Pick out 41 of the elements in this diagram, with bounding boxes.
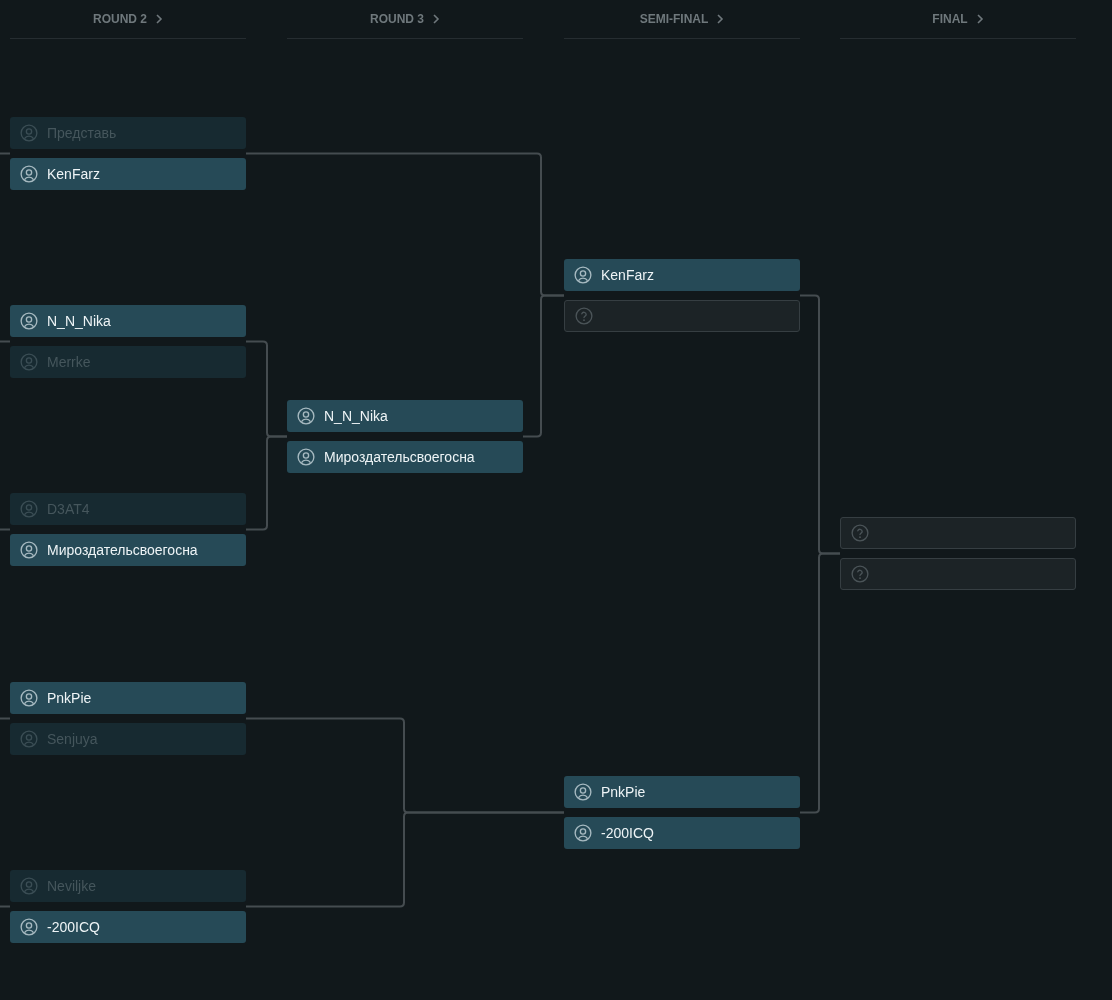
player-slot [10, 870, 246, 902]
player-name: -200ICQ [601, 823, 654, 843]
empty-slot [564, 300, 800, 332]
empty-slot [840, 517, 1076, 549]
bracket-line [799, 552, 841, 814]
player-slot [564, 259, 800, 291]
bracket-line [245, 435, 288, 531]
bracket-line [0, 528, 11, 531]
player-name: Мироздательсвоегосна [47, 540, 198, 560]
player-slot [10, 117, 246, 149]
player-slot [564, 817, 800, 849]
round-label: FINAL [932, 11, 968, 28]
player-name: PnkPie [601, 782, 646, 802]
player-slot [10, 682, 246, 714]
player-name: KenFarz [47, 164, 100, 184]
round-label: SEMI-FINAL [639, 11, 709, 28]
bracket-line [0, 905, 11, 908]
empty-slot [840, 558, 1076, 590]
player-name: N_N_Nika [324, 406, 388, 426]
player-slot [287, 400, 523, 432]
player-name: KenFarz [601, 265, 654, 285]
player-slot [10, 723, 246, 755]
round-label: ROUND 2 [93, 11, 147, 28]
player-slot [10, 346, 246, 378]
player-slot [10, 158, 246, 190]
bracket-line [0, 340, 11, 343]
player-name: N_N_Nika [47, 311, 111, 331]
player-slot [10, 911, 246, 943]
bracket-line [0, 152, 11, 155]
round-label: ROUND 3 [370, 11, 424, 28]
player-slot [287, 441, 523, 473]
player-slot [10, 534, 246, 566]
player-name: Мироздательсвоегосна [324, 447, 475, 467]
player-slot [10, 305, 246, 337]
player-name: PnkPie [47, 688, 92, 708]
player-slot [564, 776, 800, 808]
bracket-line [245, 811, 565, 908]
player-slot [10, 493, 246, 525]
bracket-line [522, 294, 565, 438]
player-name: -200ICQ [47, 917, 100, 937]
bracket-line [0, 717, 11, 720]
